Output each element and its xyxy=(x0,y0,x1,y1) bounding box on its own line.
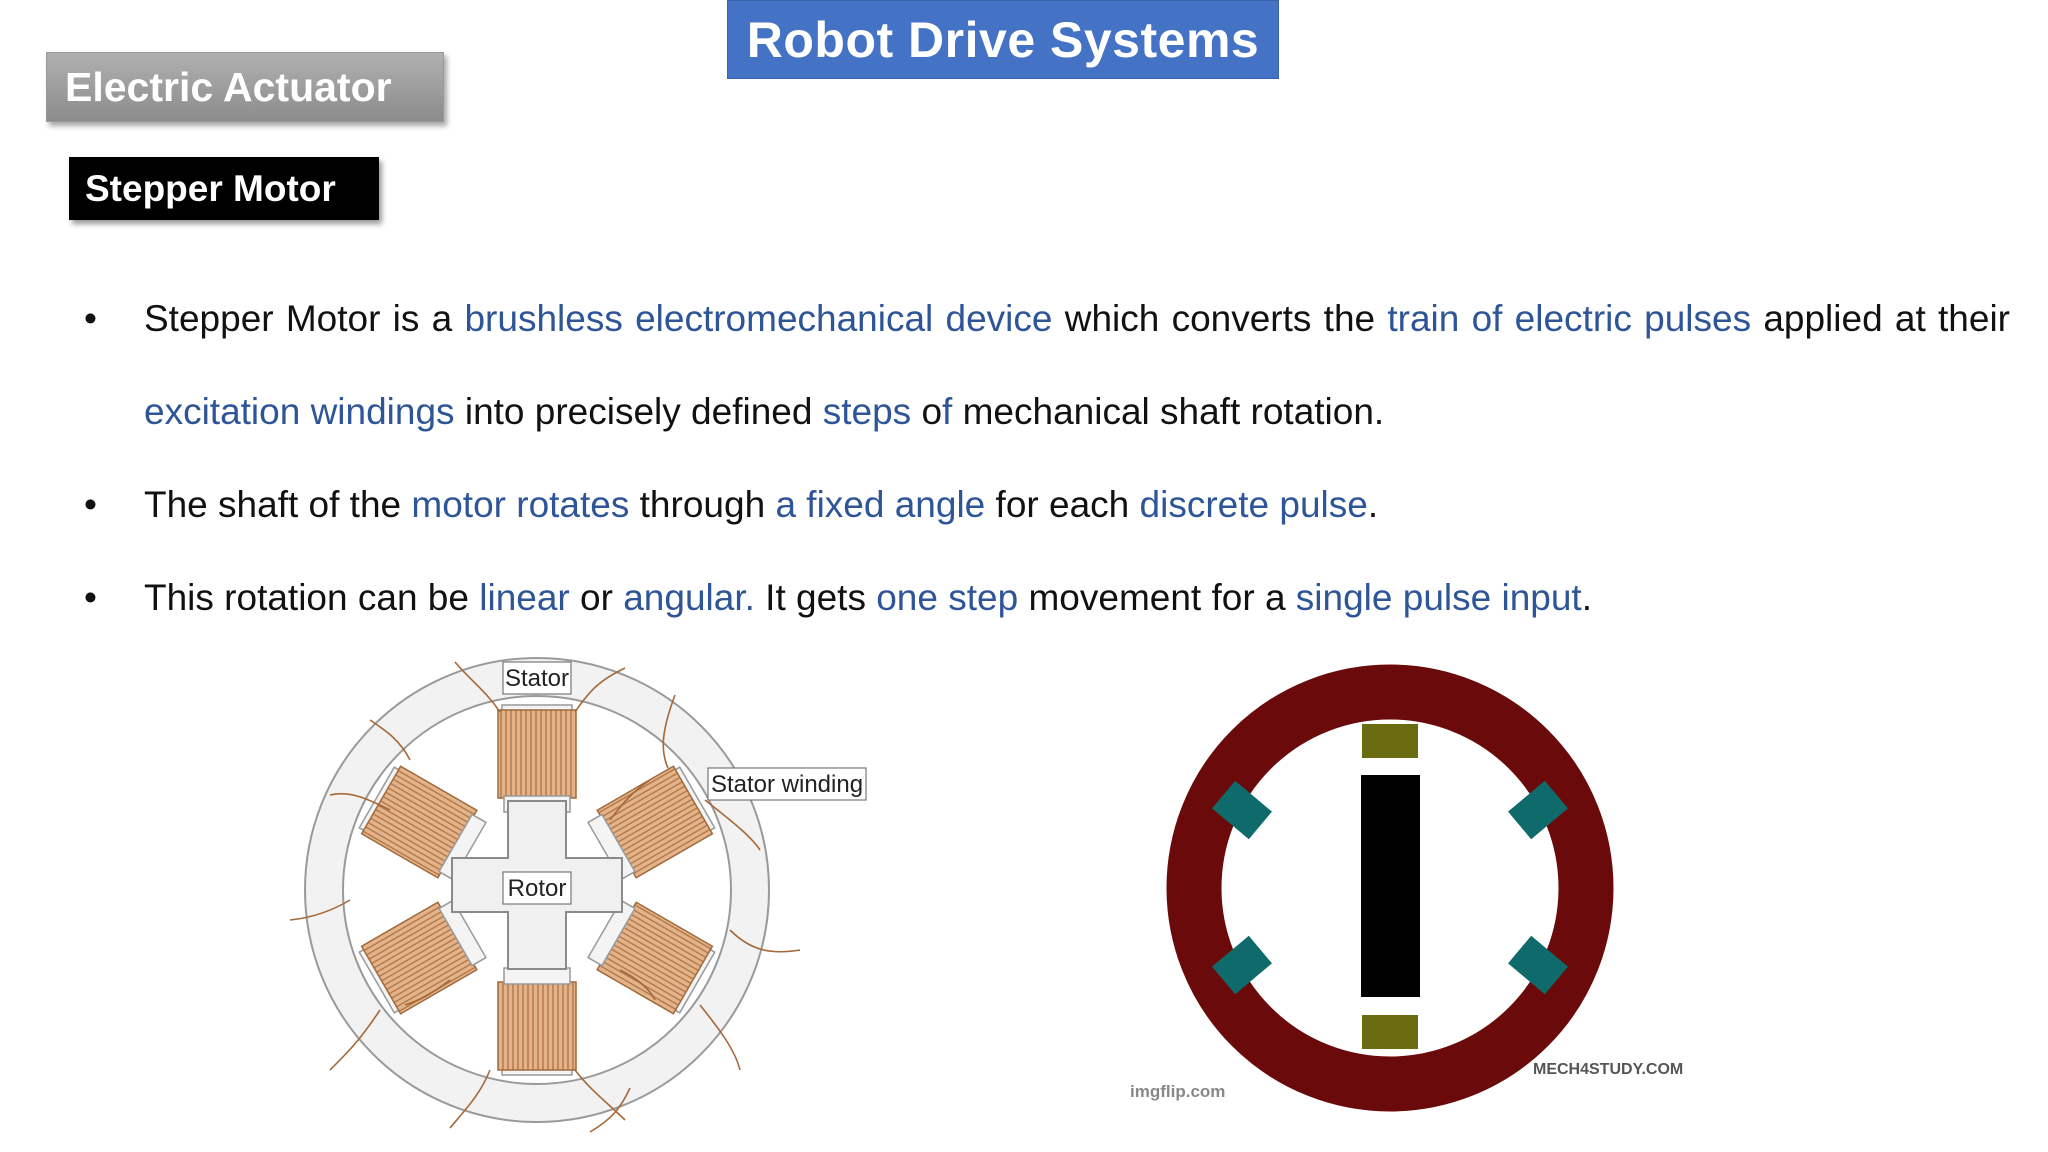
bullet-text: for each xyxy=(985,484,1140,525)
bullet-text: into precisely defined xyxy=(454,391,823,432)
winding-wires xyxy=(290,661,801,1133)
bullet-text: through xyxy=(629,484,776,525)
bullet-text: This rotation can be xyxy=(144,577,480,618)
bullet-dot: • xyxy=(84,484,97,525)
highlight-text: f xyxy=(942,391,953,432)
stator-coil xyxy=(497,981,577,1071)
bullet-text: movement for a xyxy=(1018,577,1296,618)
section-header: Electric Actuator xyxy=(46,52,444,122)
subsection-title: Stepper Motor xyxy=(85,167,336,209)
highlight-text: a fixed angle xyxy=(775,484,986,525)
slide-title-box: Robot Drive Systems xyxy=(727,0,1279,79)
stepper-schematic-diagram: Stator Stator winding Rotor xyxy=(290,657,867,1133)
slide-title: Robot Drive Systems xyxy=(746,11,1260,68)
bullet-text: The shaft of the xyxy=(144,484,412,525)
bullet-item: • This rotation can be linear or angular… xyxy=(80,551,2010,644)
highlight-text: brushless electromechanical device xyxy=(464,298,1053,339)
stator-poles-teal xyxy=(1212,780,1568,995)
stepper-animation-frame: imgflip.com MECH4STUDY.COM xyxy=(1130,664,1683,1112)
bullet-text: . xyxy=(1581,577,1592,618)
highlight-text: single pulse input xyxy=(1295,577,1582,618)
bullet-dot: • xyxy=(84,298,97,339)
bullet-list: • Stepper Motor is a brushless electrome… xyxy=(80,272,2010,644)
bullet-text: mechanical shaft rotation. xyxy=(952,391,1385,432)
bullet-text: o xyxy=(911,391,943,432)
label-rotor: Rotor xyxy=(508,875,567,902)
highlight-text: linear xyxy=(479,577,570,618)
highlight-text: angular. xyxy=(623,577,755,618)
section-title: Electric Actuator xyxy=(65,63,392,110)
label-stator-winding: Stator winding xyxy=(711,771,863,798)
highlight-text: excitation windings xyxy=(144,391,455,432)
label-stator: Stator xyxy=(505,665,569,692)
highlight-text: train of electric pulses xyxy=(1387,298,1752,339)
rotor-bar xyxy=(1361,775,1420,997)
bullet-text: Stepper Motor is a xyxy=(144,298,465,339)
highlight-text: discrete pulse xyxy=(1139,484,1368,525)
bullet-item: • Stepper Motor is a brushless electrome… xyxy=(80,272,2010,458)
stator-coil xyxy=(497,709,577,799)
bullet-dot: • xyxy=(84,577,97,618)
stator-pole-bottom xyxy=(1362,1015,1418,1049)
stator-pole-top xyxy=(1362,724,1418,758)
bullet-text: . xyxy=(1367,484,1379,525)
bullet-text: It gets xyxy=(754,577,877,618)
watermark-mech4study: MECH4STUDY.COM xyxy=(1533,1061,1683,1078)
watermark-imgflip: imgflip.com xyxy=(1130,1082,1225,1101)
bullet-item: • The shaft of the motor rotates through… xyxy=(80,458,2010,551)
highlight-text: steps xyxy=(822,391,912,432)
bullet-text: applied at their xyxy=(1751,298,2010,339)
highlight-text: one step xyxy=(876,577,1019,618)
bullet-text: or xyxy=(569,577,624,618)
subsection-header: Stepper Motor xyxy=(69,157,379,220)
stator-poles xyxy=(358,704,716,1076)
bullet-text: which converts the xyxy=(1052,298,1388,339)
highlight-text: motor rotates xyxy=(411,484,630,525)
